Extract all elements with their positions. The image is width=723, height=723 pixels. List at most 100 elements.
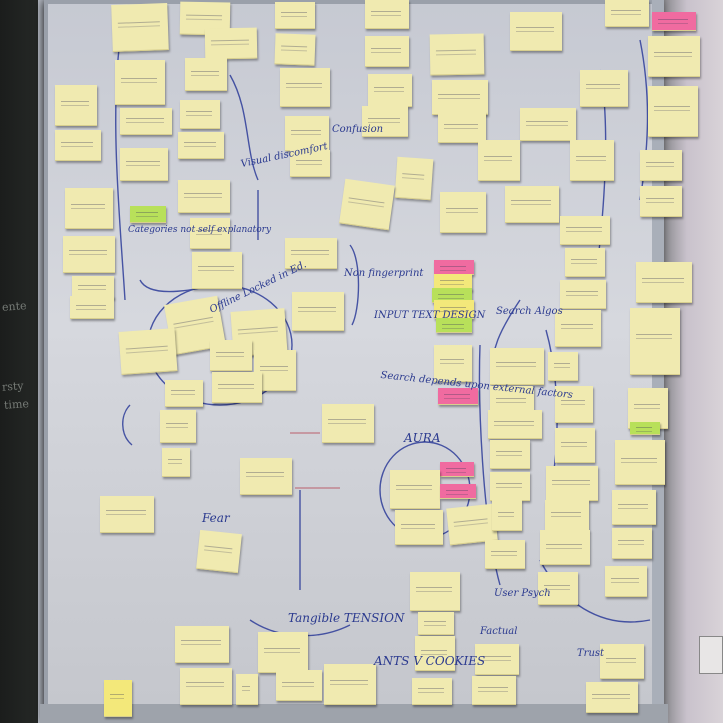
label-ants-v-cookies: ANTS V COOKIES (374, 654, 486, 668)
sticky-note-green (630, 422, 660, 435)
sticky-note (520, 108, 576, 141)
sticky-note (555, 386, 593, 423)
sticky-note (192, 252, 242, 289)
sticky-note (560, 280, 606, 309)
sticky-note (648, 36, 700, 77)
sticky-note (546, 466, 598, 501)
sticky-note-pink (652, 12, 696, 31)
sticky-note (70, 296, 114, 319)
sticky-note (415, 636, 455, 671)
label-trust: Trust (577, 648, 605, 659)
sticky-note (180, 100, 220, 129)
sticky-note (339, 178, 395, 231)
sticky-note (605, 0, 649, 27)
sticky-note (548, 352, 578, 381)
sticky-note (280, 68, 330, 107)
sticky-note (472, 676, 516, 705)
label-search-algos: Search Algos (496, 306, 563, 317)
sticky-note-pink (440, 484, 476, 499)
sticky-note (290, 150, 330, 177)
sticky-note (120, 148, 168, 181)
sticky-note (412, 678, 452, 705)
sticky-note (365, 36, 409, 67)
sticky-note (492, 500, 522, 531)
sticky-note (560, 216, 610, 245)
sticky-note (488, 410, 542, 439)
sticky-note (555, 310, 601, 347)
sticky-note (605, 566, 647, 597)
sticky-note (118, 328, 178, 375)
sticky-note (490, 348, 544, 385)
sticky-note (55, 85, 97, 126)
marker-tray (40, 704, 668, 723)
sticky-note (510, 12, 562, 51)
label-user-psych: User Psych (494, 588, 551, 599)
sticky-note (63, 236, 115, 273)
sticky-note (276, 670, 322, 701)
sticky-note (285, 238, 337, 269)
sticky-note (160, 410, 196, 443)
sticky-note (615, 440, 665, 485)
sticky-note (429, 33, 485, 76)
sticky-note (390, 470, 440, 509)
sticky-note (434, 345, 472, 382)
sticky-note-pink (440, 462, 474, 477)
sticky-note (190, 218, 230, 249)
sticky-note (612, 528, 652, 559)
sticky-note (648, 86, 698, 137)
sticky-note (640, 150, 682, 181)
sticky-note-yellow (104, 680, 132, 717)
sticky-note (196, 529, 242, 574)
sticky-note (600, 644, 644, 679)
sticky-note (180, 668, 232, 705)
sticky-note-pink (438, 388, 478, 405)
sticky-note (570, 140, 614, 181)
sticky-note (120, 108, 172, 135)
sticky-note (410, 572, 460, 611)
sticky-note-green (436, 318, 472, 333)
sticky-note (111, 3, 169, 52)
sticky-note (640, 186, 682, 217)
sticky-note (236, 674, 258, 705)
sticky-note (432, 80, 488, 115)
sticky-note (395, 510, 443, 545)
sticky-note (178, 132, 224, 159)
sticky-note (490, 472, 530, 501)
sticky-note (204, 27, 258, 60)
sticky-note (505, 186, 559, 223)
sticky-note (274, 33, 316, 66)
label-confusion: Confusion (332, 124, 384, 135)
sticky-note (580, 70, 628, 107)
sticky-note (586, 682, 638, 713)
sticky-note (540, 530, 590, 565)
sticky-note (100, 496, 154, 533)
sticky-note (538, 572, 578, 605)
sticky-note (612, 490, 656, 525)
sticky-note (178, 180, 230, 213)
sticky-note (65, 188, 113, 229)
sticky-note (292, 292, 344, 331)
sticky-note (394, 156, 434, 201)
sticky-note (565, 248, 605, 277)
label-input-text-design: INPUT TEXT DESIGN (374, 310, 486, 321)
sticky-note (368, 74, 412, 107)
wall-socket (699, 636, 723, 674)
sticky-note (636, 262, 692, 303)
sticky-note-green (130, 206, 166, 223)
sticky-note (258, 632, 308, 673)
sticky-note (478, 140, 520, 181)
label-factual: Factual (480, 626, 518, 637)
sticky-note (55, 130, 101, 161)
sticky-note (438, 112, 486, 143)
sticky-note (162, 448, 190, 477)
sticky-note (365, 0, 409, 29)
label-aura: AURA (404, 431, 441, 445)
sticky-note (485, 540, 525, 569)
sticky-note (324, 664, 376, 705)
sticky-note-pink (434, 260, 474, 275)
sticky-note (185, 58, 227, 91)
sticky-note (210, 340, 252, 371)
board-frame-left (38, 0, 48, 723)
sticky-note (545, 500, 589, 531)
